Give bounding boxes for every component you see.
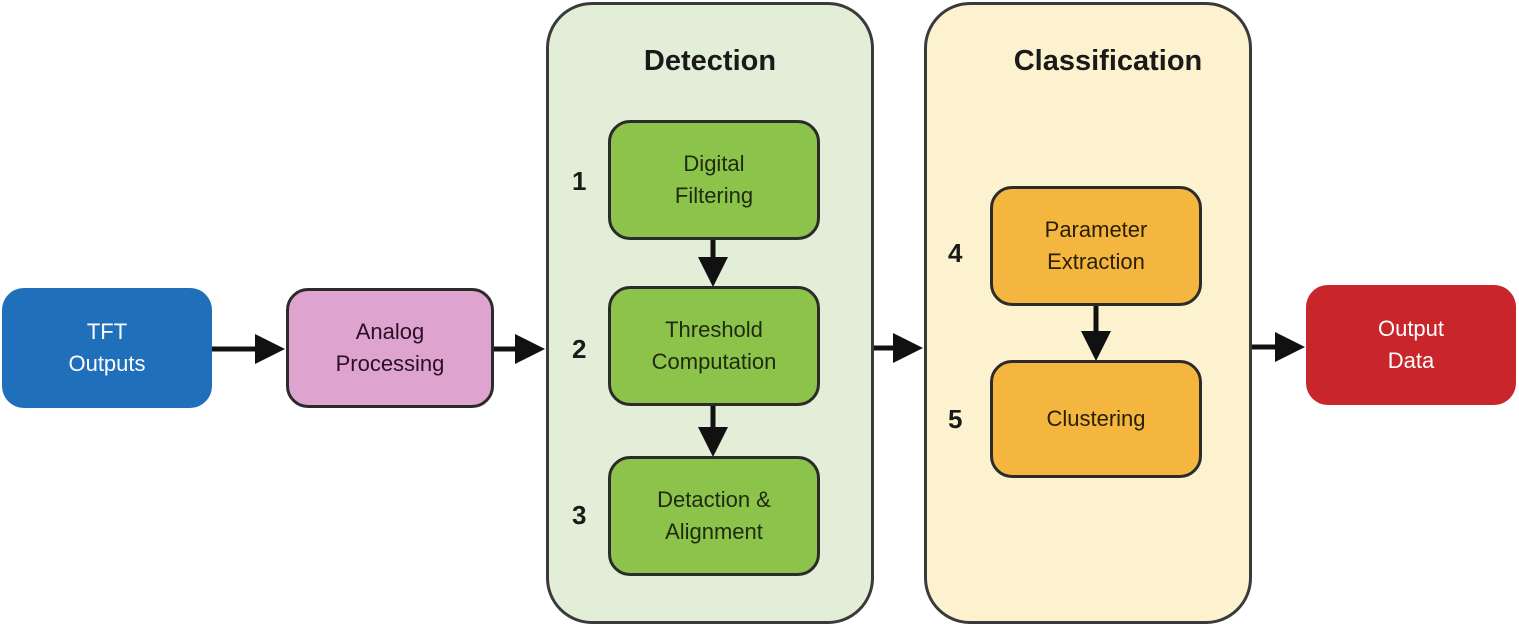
parameter-extraction-node: Parameter Extraction <box>990 186 1202 306</box>
tft-outputs-node: TFT Outputs <box>2 288 212 408</box>
detection-alignment-label: Detaction & Alignment <box>657 487 771 544</box>
analog-processing-node: Analog Processing <box>286 288 494 408</box>
tft-outputs-label: TFT Outputs <box>68 319 146 376</box>
step-number-3: 3 <box>572 500 587 530</box>
step-number-5: 5 <box>948 404 963 434</box>
detection-title: Detection <box>643 45 777 77</box>
threshold-computation-label: Threshold Computation <box>651 317 777 374</box>
clustering-node: Clustering <box>990 360 1202 478</box>
step-number-1: 1 <box>572 166 587 196</box>
digital-filtering-node: Digital Filtering <box>608 120 820 240</box>
classification-title: Classification <box>1013 45 1203 77</box>
detection-alignment-node: Detaction & Alignment <box>608 456 820 576</box>
analog-processing-label: Analog Processing <box>335 319 445 376</box>
parameter-extraction-label: Parameter Extraction <box>1044 217 1148 274</box>
step-number-2: 2 <box>572 334 587 364</box>
threshold-computation-node: Threshold Computation <box>608 286 820 406</box>
step-number-4: 4 <box>948 238 963 268</box>
output-data-node: Output Data <box>1306 285 1516 405</box>
classification-group: Classification <box>924 2 1252 624</box>
clustering-label: Clustering <box>1046 406 1146 431</box>
output-data-label: Output Data <box>1377 316 1445 373</box>
digital-filtering-label: Digital Filtering <box>674 151 754 208</box>
